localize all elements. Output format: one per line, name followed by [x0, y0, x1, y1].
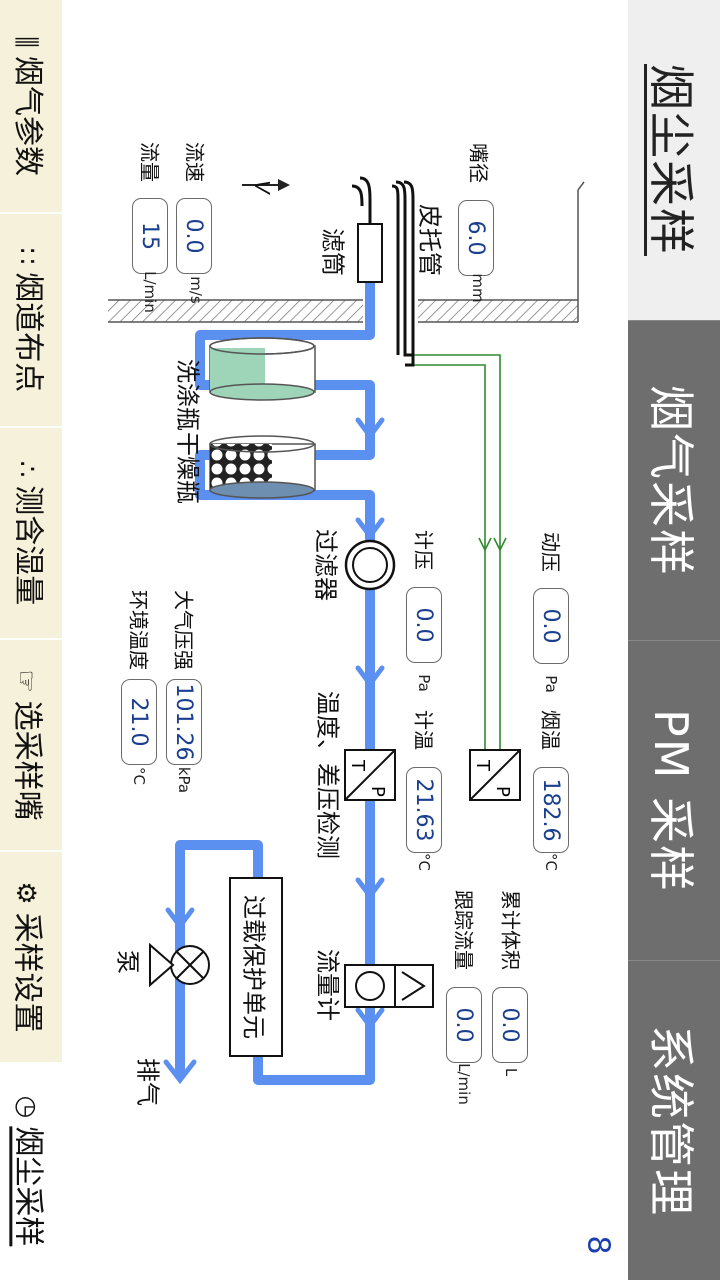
- unit-velocity: m/s: [187, 276, 205, 304]
- tab-label: 系统管理: [644, 1024, 698, 1217]
- flow-arrows: [163, 417, 385, 1085]
- subtab-sampling-settings[interactable]: ⚙采样设置: [0, 852, 62, 1064]
- label-nozzle: 嘴径: [466, 143, 491, 183]
- subtab-moisture[interactable]: ∴测含湿量: [0, 428, 62, 640]
- tp-detector-pitot: T P: [469, 749, 521, 801]
- flow-value[interactable]: 15: [132, 198, 168, 274]
- gas-flow-arrow: [242, 179, 290, 191]
- flowmeter-shape: [344, 964, 434, 1008]
- nozzle-value[interactable]: 6.0: [458, 200, 494, 276]
- filter-tube-shape: [357, 223, 383, 283]
- svg-text:P: P: [367, 786, 388, 797]
- wash-bottle-shape: [209, 337, 316, 401]
- filter-shape: [344, 539, 396, 591]
- label-pump: 泵: [113, 950, 142, 974]
- flow-symbol: V: [250, 180, 274, 194]
- label-flue-temp: 烟温: [538, 710, 563, 750]
- unit-tracking-flow: L/min: [455, 1063, 473, 1105]
- pitot-tube: [391, 180, 415, 367]
- svg-text:T: T: [472, 759, 493, 772]
- tp-detector-sample: T P: [344, 749, 396, 801]
- label-meter-temp: 计温: [411, 710, 436, 750]
- subtab-flue-params[interactable]: ⫼烟气参数: [0, 0, 62, 214]
- svg-text:P: P: [492, 786, 513, 797]
- meter-pressure-value[interactable]: 0.0: [406, 587, 442, 663]
- label-pitot: 皮托管: [415, 204, 444, 276]
- label-wash-bottle: 洗涤瓶: [173, 359, 202, 431]
- tab-gas-sampling[interactable]: 烟气采样: [628, 320, 720, 640]
- pump-shape: [149, 942, 210, 988]
- probe: [351, 176, 372, 270]
- tab-label: 烟尘采样: [644, 64, 698, 256]
- label-atm-pressure: 大气压强: [171, 590, 196, 670]
- label-flow: 流量: [137, 142, 162, 182]
- unit-dynamic-pressure: Pa: [542, 675, 560, 693]
- ambient-temp-value[interactable]: 21.0: [121, 679, 157, 765]
- unit-meter-pressure: Pa: [415, 674, 433, 692]
- label-dynamic-pressure: 动压: [538, 532, 563, 572]
- label-flowmeter: 流量计: [313, 949, 342, 1021]
- label-filter-tube: 滤筒: [318, 228, 347, 276]
- unit-meter-temp: °C: [415, 853, 433, 871]
- unit-nozzle: mm: [469, 273, 487, 303]
- label-tracking-flow: 跟踪流量: [451, 890, 476, 970]
- overload-unit-shape: [229, 877, 283, 1057]
- label-overload-unit: 过载保护单元: [239, 895, 268, 1039]
- velocity-value[interactable]: 0.0: [176, 198, 212, 274]
- pitot-lines: [405, 354, 507, 778]
- unit-flue-temp: °C: [542, 853, 560, 871]
- label-ambient-temp: 环境温度: [126, 590, 151, 670]
- tab-label: PM 采样: [644, 708, 698, 893]
- flue-wall: [108, 181, 585, 323]
- flue-temp-value[interactable]: 182.6: [533, 767, 569, 853]
- label-filter: 过滤器: [311, 529, 340, 601]
- label-cumulative-volume: 累计体积: [498, 890, 523, 970]
- tab-label: 烟气采样: [644, 384, 698, 577]
- unit-ambient-temp: °C: [130, 767, 148, 785]
- tab-system-management[interactable]: 系统管理: [628, 960, 720, 1280]
- atm-pressure-value[interactable]: 101.26: [166, 679, 202, 765]
- unit-cumulative-volume: L: [502, 1067, 520, 1077]
- dry-bottle-shape: [209, 435, 316, 499]
- cumulative-volume-value[interactable]: 0.0: [492, 987, 528, 1063]
- svg-text:T: T: [347, 759, 368, 772]
- subtab-flue-layout[interactable]: ∷烟道布点: [0, 214, 62, 428]
- subtab-select-nozzle[interactable]: ☞选采样嘴: [0, 640, 62, 852]
- page-number: 8: [580, 1235, 616, 1255]
- tab-dust-sampling[interactable]: 烟尘采样: [628, 0, 720, 320]
- tracking-flow-value[interactable]: 0.0: [446, 987, 482, 1063]
- label-velocity: 流速: [182, 142, 207, 182]
- sampling-diagram: T P T P: [108, 176, 585, 1085]
- label-meter-pressure: 计压: [411, 530, 436, 570]
- label-exhaust: 排气: [133, 1058, 162, 1106]
- subtab-dust-sampling[interactable]: ◷烟尘采样: [0, 1064, 62, 1280]
- tab-pm-sampling[interactable]: PM 采样: [628, 640, 720, 960]
- unit-atm-pressure: kPa: [175, 766, 193, 794]
- unit-flow: L/min: [141, 271, 159, 313]
- label-dry-bottle: 干燥瓶: [173, 432, 202, 504]
- meter-temp-value[interactable]: 21.63: [406, 767, 442, 853]
- label-temp-pressure: 温度、差压检测: [313, 691, 342, 859]
- dynamic-pressure-value[interactable]: 0.0: [533, 588, 569, 664]
